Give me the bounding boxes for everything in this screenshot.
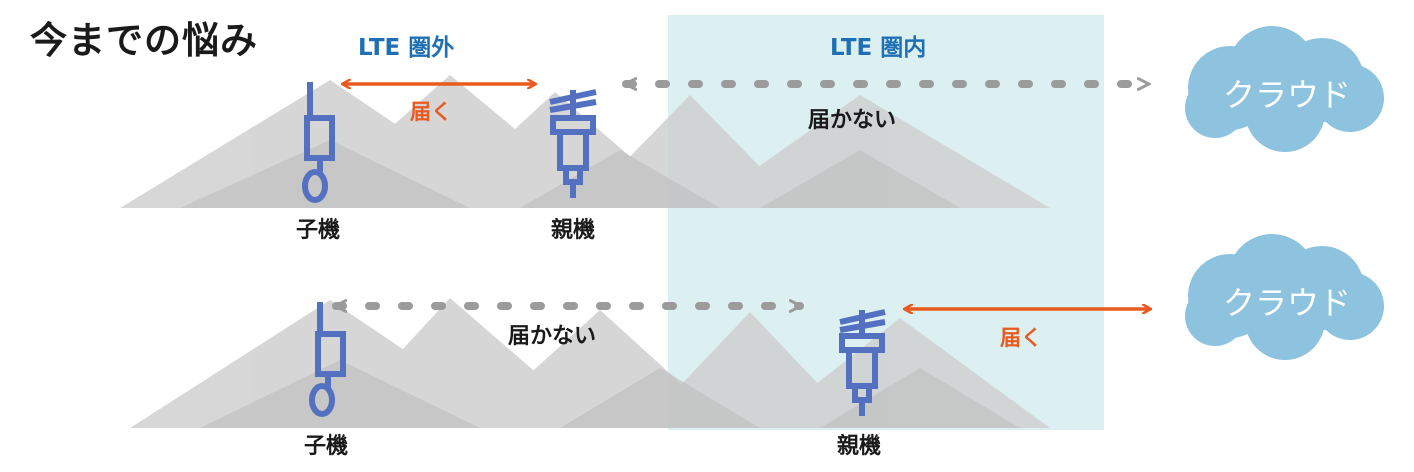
child-device-icon [309, 302, 346, 417]
parent-device-label: 親機 [837, 434, 882, 459]
child-device-icon [302, 82, 335, 203]
link-label-child-parent: 届く [410, 100, 452, 124]
link-label-child-parent: 届かない [508, 324, 597, 349]
child-device-label: 子機 [296, 218, 341, 243]
child-device-label: 子機 [304, 434, 349, 459]
link-label-parent-cloud: 届かない [808, 108, 897, 133]
zone-label-inside: LTE 圏内 [830, 35, 927, 61]
zone-label-outside: LTE 圏外 [358, 35, 455, 61]
cloud-label: クラウド [1222, 76, 1351, 114]
parent-device-icon [839, 309, 886, 416]
parent-device-icon [549, 89, 597, 198]
cloud-top [1185, 26, 1384, 152]
link-label-parent-cloud: 届く [1000, 326, 1042, 350]
parent-device-label: 親機 [551, 218, 596, 243]
cloud-label: クラウド [1222, 284, 1351, 322]
page-title: 今までの悩み [30, 19, 258, 62]
cloud-bottom [1185, 234, 1384, 360]
